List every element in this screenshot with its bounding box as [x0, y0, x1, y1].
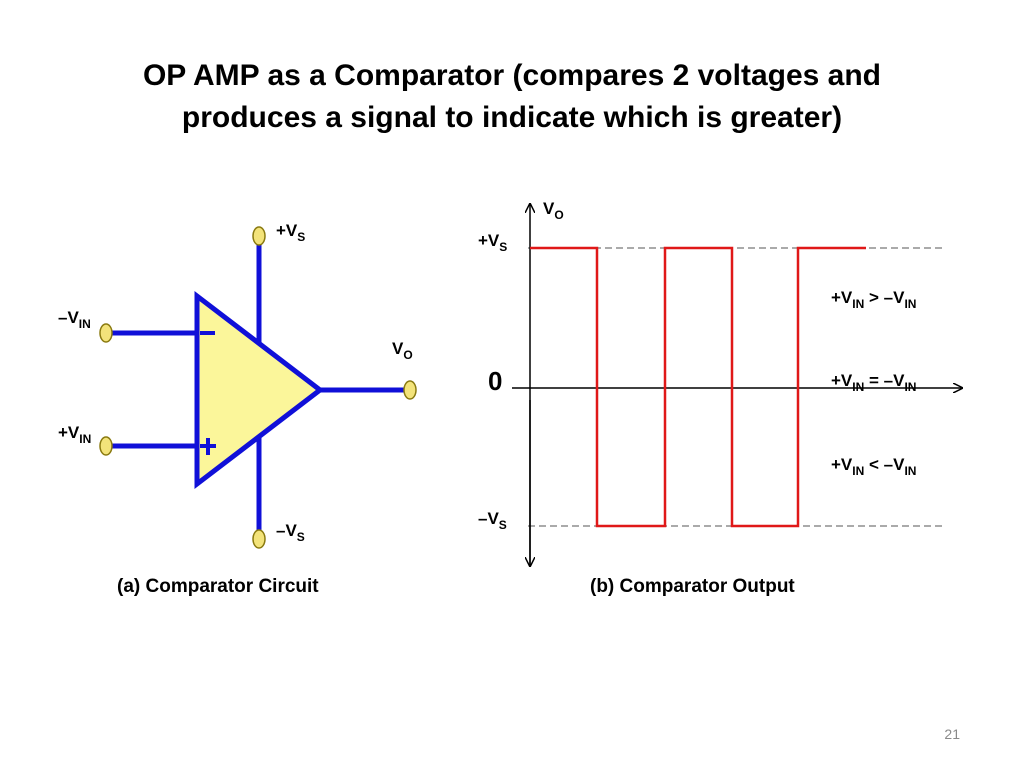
output-caption: (b) Comparator Output	[590, 576, 795, 597]
output-square-wave	[530, 246, 866, 528]
condition-less-label: +VIN < –VIN	[831, 455, 916, 478]
comparator-circuit: +VS –VS –VIN +VIN VO	[58, 221, 417, 549]
op-amp-triangle	[194, 290, 325, 490]
low-level-label: –VS	[478, 509, 507, 532]
condition-equal-label: +VIN = –VIN	[831, 371, 916, 394]
condition-greater-label: +VIN > –VIN	[831, 288, 916, 311]
noninverting-input-terminal[interactable]	[99, 436, 113, 456]
output-terminal[interactable]	[403, 380, 417, 400]
output-waveform	[530, 246, 866, 528]
page-number: 21	[944, 726, 960, 742]
zero-level-label: 0	[488, 366, 502, 396]
inverting-input-label: –VIN	[58, 308, 91, 331]
inverting-input-terminal[interactable]	[99, 323, 113, 343]
comparator-output-graph: VO +VS 0 –VS +VIN > –VIN +VIN = –VIN +VI…	[478, 199, 962, 566]
y-axis-label: VO	[543, 199, 564, 222]
neg-supply-label: –VS	[276, 521, 305, 544]
neg-supply-terminal[interactable]	[252, 529, 266, 549]
title-line-1: OP AMP as a Comparator (compares 2 volta…	[142, 59, 882, 92]
high-level-label: +VS	[478, 231, 507, 254]
title-line-2: produces a signal to indicate which is g…	[181, 101, 843, 134]
pos-supply-label: +VS	[276, 221, 305, 244]
output-label: VO	[392, 339, 413, 362]
pos-supply-terminal[interactable]	[252, 226, 266, 246]
circuit-caption: (a) Comparator Circuit	[117, 576, 319, 597]
plus-sign	[200, 438, 216, 455]
slide-title: OP AMP as a Comparator (compares 2 volta…	[0, 55, 1024, 139]
noninverting-input-label: +VIN	[58, 423, 91, 446]
